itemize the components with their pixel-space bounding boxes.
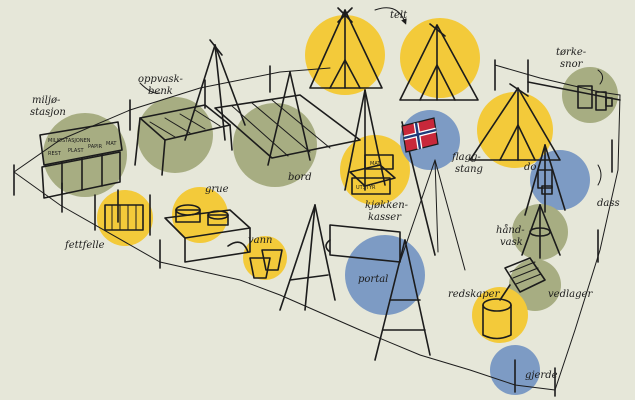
box-label-utstyr: UTSTYR [356,185,376,191]
tools [482,284,512,340]
label-kasser: kasser [368,212,402,223]
label-grue: grue [205,184,229,195]
toilet [524,144,566,216]
bin-label-papir: PAPIR [88,144,103,150]
hand-wash [521,204,561,259]
label-kjokken: kjøkken- [365,200,409,211]
circle-tent-mid [400,18,480,98]
circle-torkesnor [562,67,618,123]
label-redskaper: redskaper [448,289,501,300]
label-torke: tørke- [556,47,587,58]
circle-fettfelle [97,190,153,246]
tripod [279,204,336,311]
sign-title: MILJØSTASJONEN [48,137,91,144]
long-table [184,39,386,191]
water-buckets [249,249,283,279]
label-fettfelle: fettfelle [64,240,105,251]
label-gjerde: gjerde [525,370,558,381]
environmental-station: MILJØSTASJONEN REST PLAST PAPIR MAT [39,121,123,199]
wash-bench [134,104,233,176]
label-bord: bord [288,172,312,183]
tent-mid [399,23,479,101]
label-miljo: miljø- [32,95,61,106]
arrows [139,7,604,186]
label-oppvask: oppvask- [138,74,183,85]
circle-oppvaskbenk [137,97,213,173]
bucket-icon [249,249,283,279]
label-snor: snor [560,59,584,70]
label-vedlager: vedlager [548,289,593,300]
tent-right [469,83,561,161]
bin-label-rest: REST [48,151,62,157]
bin-label-plast: PLAST [68,148,85,154]
label-vask: vask [500,237,523,248]
labels: telt tørke- snor oppvask- benk miljø- st… [30,10,620,381]
circle-kjokkenkasser [340,135,410,205]
wood-storage [504,257,546,293]
circle-miljostasjon [43,113,127,197]
label-hand: hånd- [496,224,525,236]
bin-label-mat: MAT [106,141,117,147]
label-flagg: flagg- [451,152,481,163]
label-portal: portal [358,274,388,285]
circle-portal [345,235,425,315]
label-dass: dass [597,198,620,209]
drying-line [527,81,621,111]
label-stang: stang [455,164,483,175]
tent-left [309,7,383,89]
grease-trap [94,194,151,236]
label-benk: benk [148,86,173,97]
flag-pole [399,117,466,271]
label-telt: telt [390,10,408,21]
flag-icon [401,117,439,153]
label-stasjon: stasjon [30,107,66,118]
fence [13,59,621,397]
log-stump-icon [482,284,512,340]
label-do: do [524,162,536,173]
pot-icon [175,204,229,226]
label-vann: vann [248,235,273,246]
portal [325,224,431,361]
kitchen-boxes: MAT UTSTYR [349,154,396,195]
fireplace [164,204,251,263]
box-label-mat: MAT [370,161,381,167]
